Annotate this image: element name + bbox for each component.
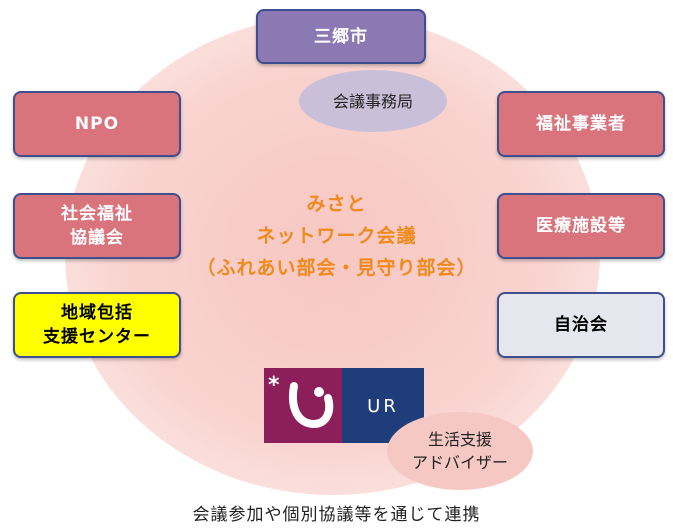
ur-logo-icon: * (268, 373, 334, 429)
welfare-provider-node: 福祉事業者 (497, 91, 665, 157)
welfare-provider-label: 福祉事業者 (536, 114, 626, 134)
neighborhood-association-node: 自治会 (497, 292, 665, 358)
npo-label: NPO (74, 114, 120, 134)
medical-facility-node: 医療施設等 (497, 193, 665, 259)
network-meeting-line-1: みさと (306, 193, 367, 215)
ur-logo-text: UR (367, 396, 399, 417)
social-welfare-council-line-2: 協議会 (70, 228, 124, 248)
caption: 会議参加や個別協議等を通じて連携 (192, 505, 481, 525)
medical-facility-label: 医療施設等 (536, 216, 626, 236)
community-support-center-line-2: 支援センター (43, 327, 151, 347)
neighborhood-association-label: 自治会 (554, 315, 608, 335)
life-support-advisor-line-1: 生活支援 (427, 430, 492, 449)
secretariat-label: 会議事務局 (332, 91, 413, 111)
city-label: 三郷市 (314, 26, 368, 47)
community-support-center-node: 地域包括 支援センター (13, 292, 181, 358)
npo-node: NPO (13, 91, 181, 157)
life-support-advisor-node: 生活支援 アドバイザー (387, 412, 533, 490)
city-node: 三郷市 (256, 9, 426, 64)
svg-text:*: * (268, 373, 280, 398)
community-support-center-line-1: 地域包括 (61, 303, 133, 323)
ur-logo: * UR (264, 368, 424, 443)
secretariat-node: 会議事務局 (299, 70, 447, 132)
life-support-advisor-line-2: アドバイザー (411, 453, 508, 472)
social-welfare-council-line-1: 社会福祉 (61, 204, 133, 224)
network-meeting-line-2: ネットワーク会議 (256, 225, 417, 247)
network-meeting-title: みさと ネットワーク会議 （ふれあい部会・見守り部会） (155, 188, 518, 284)
social-welfare-council-node: 社会福祉 協議会 (13, 193, 181, 259)
network-meeting-line-3: （ふれあい部会・見守り部会） (196, 257, 477, 279)
